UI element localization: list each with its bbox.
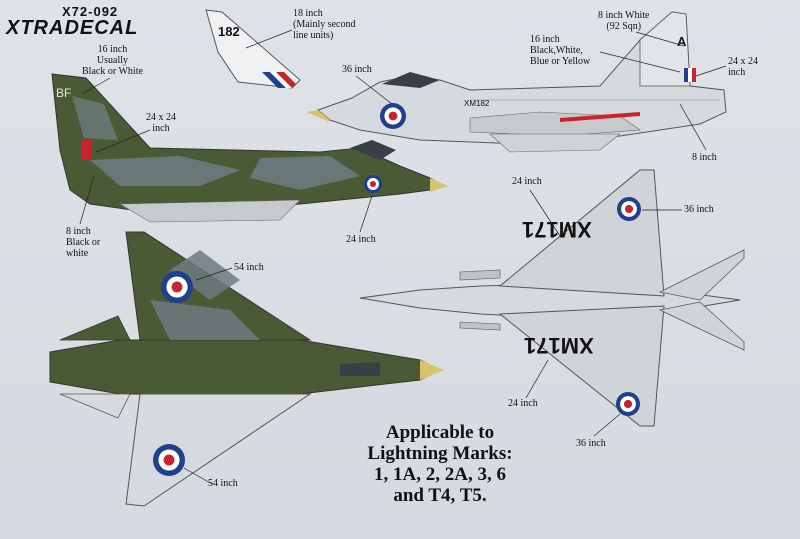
code-colour-label: 16 inch Black,White, Blue or Yellow — [530, 34, 591, 67]
tail-letter: A — [677, 34, 687, 49]
underside-36-top-label: 36 inch — [684, 204, 714, 215]
red-stripe — [560, 112, 640, 122]
flag-size-label: 24 x 24 inch — [728, 56, 758, 78]
tail-flag — [684, 68, 696, 82]
wing-serial-upper: XM171 — [522, 217, 592, 242]
upper-view — [49, 231, 444, 507]
brand-logo: XTRADECAL — [6, 17, 139, 39]
underside-view — [359, 169, 745, 427]
camo-side-view — [51, 73, 448, 223]
applicability-line-2: Lightning Marks: — [367, 443, 513, 464]
underside-24-top-label: 24 inch — [512, 176, 542, 187]
roundel-24-label: 24 inch — [346, 234, 376, 245]
applicability-note: Applicable to Lightning Marks: 1, 1A, 2,… — [330, 422, 550, 506]
code-size-label: 16 inch Usually Black or White — [82, 44, 143, 77]
wing-serial-lower: XM171 — [524, 333, 594, 358]
fin-flash — [262, 72, 296, 88]
serial-8-right-label: 8 inch — [692, 152, 717, 163]
fin-size-label: 18 inch (Mainly second line units) — [293, 8, 356, 41]
roundel-size-label: 24 x 24 inch — [146, 112, 176, 134]
serial-size-label: 8 inch Black or white — [66, 226, 101, 259]
underside-24-bottom-label: 24 inch — [508, 398, 538, 409]
squadron-code: BF — [56, 86, 72, 100]
silver-side-view — [306, 11, 727, 153]
product-code: X72-092 — [62, 4, 119, 19]
tail-letter-size-label: 8 inch White (92 Sqn) — [598, 10, 650, 32]
underside-36-bottom-label: 36 inch — [576, 438, 606, 449]
applicability-line-1: Applicable to — [385, 422, 495, 443]
fuselage-serial: XM182 — [464, 99, 490, 108]
applicability-line-3: 1, 1A, 2, 2A, 3, 6 — [374, 464, 506, 485]
fin-serial: 182 — [218, 24, 240, 39]
upper-54-top-label: 54 inch — [234, 262, 264, 273]
roundel-36-side-label: 36 inch — [342, 64, 372, 75]
fin-182-drawing — [205, 9, 301, 89]
upper-54-bottom-label: 54 inch — [208, 478, 238, 489]
applicability-line-4: and T4, T5. — [393, 485, 487, 506]
